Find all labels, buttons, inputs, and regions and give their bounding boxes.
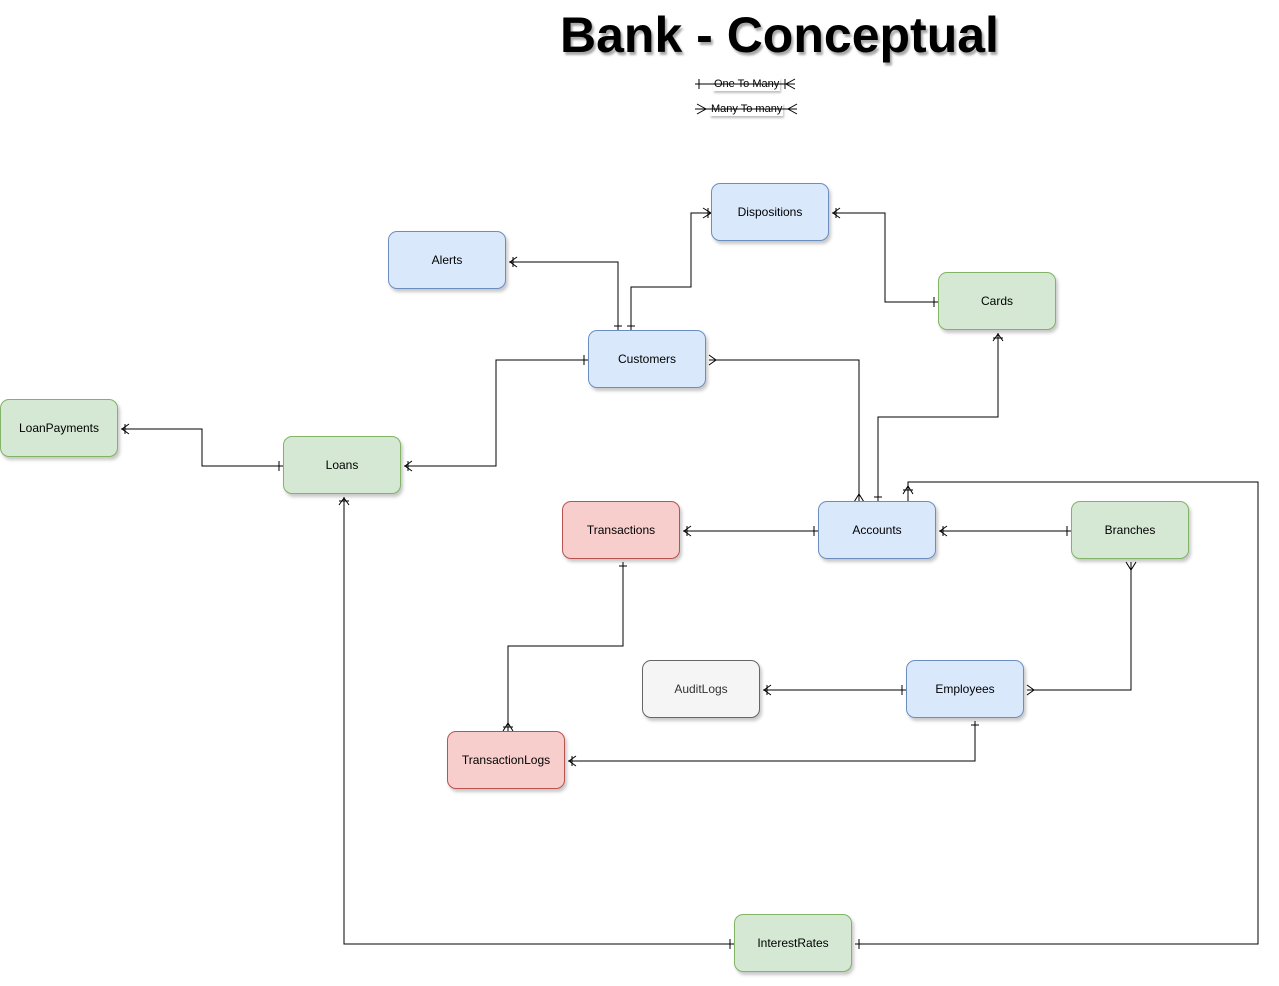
entity-interest-rates[interactable]: InterestRates bbox=[734, 914, 852, 972]
edge-interestrates-loans bbox=[338, 497, 735, 949]
edge-employees-transactionlogs bbox=[568, 721, 979, 767]
edge-accounts-cards bbox=[874, 333, 1004, 502]
edge-employees-auditlogs bbox=[763, 684, 907, 696]
edge-loans-loanpayments bbox=[121, 423, 284, 471]
edge-customers-accounts bbox=[708, 354, 865, 503]
edge-branches-accounts bbox=[939, 525, 1072, 537]
edge-customers-loans bbox=[404, 355, 589, 472]
entity-accounts[interactable]: Accounts bbox=[818, 501, 936, 559]
edge-accounts-transactions bbox=[683, 525, 819, 537]
diagram-title: Bank - Conceptual bbox=[560, 7, 999, 63]
legend-one-to-many-line bbox=[695, 78, 796, 90]
entity-loan-payments[interactable]: LoanPayments bbox=[0, 399, 118, 457]
entity-customers[interactable]: Customers bbox=[588, 330, 706, 388]
entity-transactions[interactable]: Transactions bbox=[562, 501, 680, 559]
edge-customers-alerts bbox=[509, 256, 622, 331]
edge-cards-dispositions bbox=[832, 207, 939, 307]
entity-branches[interactable]: Branches bbox=[1071, 501, 1189, 559]
edge-customers-dispositions bbox=[627, 207, 712, 331]
edge-employees-branches bbox=[1026, 561, 1137, 696]
entity-employees[interactable]: Employees bbox=[906, 660, 1024, 718]
entity-alerts[interactable]: Alerts bbox=[388, 231, 506, 289]
entity-audit-logs[interactable]: AuditLogs bbox=[642, 660, 760, 718]
entity-transaction-logs[interactable]: TransactionLogs bbox=[447, 731, 565, 789]
entity-loans[interactable]: Loans bbox=[283, 436, 401, 494]
entity-cards[interactable]: Cards bbox=[938, 272, 1056, 330]
edge-interestrates-accounts bbox=[855, 481, 1259, 949]
legend-many-to-many-line bbox=[695, 103, 798, 115]
edge-transactions-transactionlogs bbox=[502, 562, 627, 732]
entity-dispositions[interactable]: Dispositions bbox=[711, 183, 829, 241]
